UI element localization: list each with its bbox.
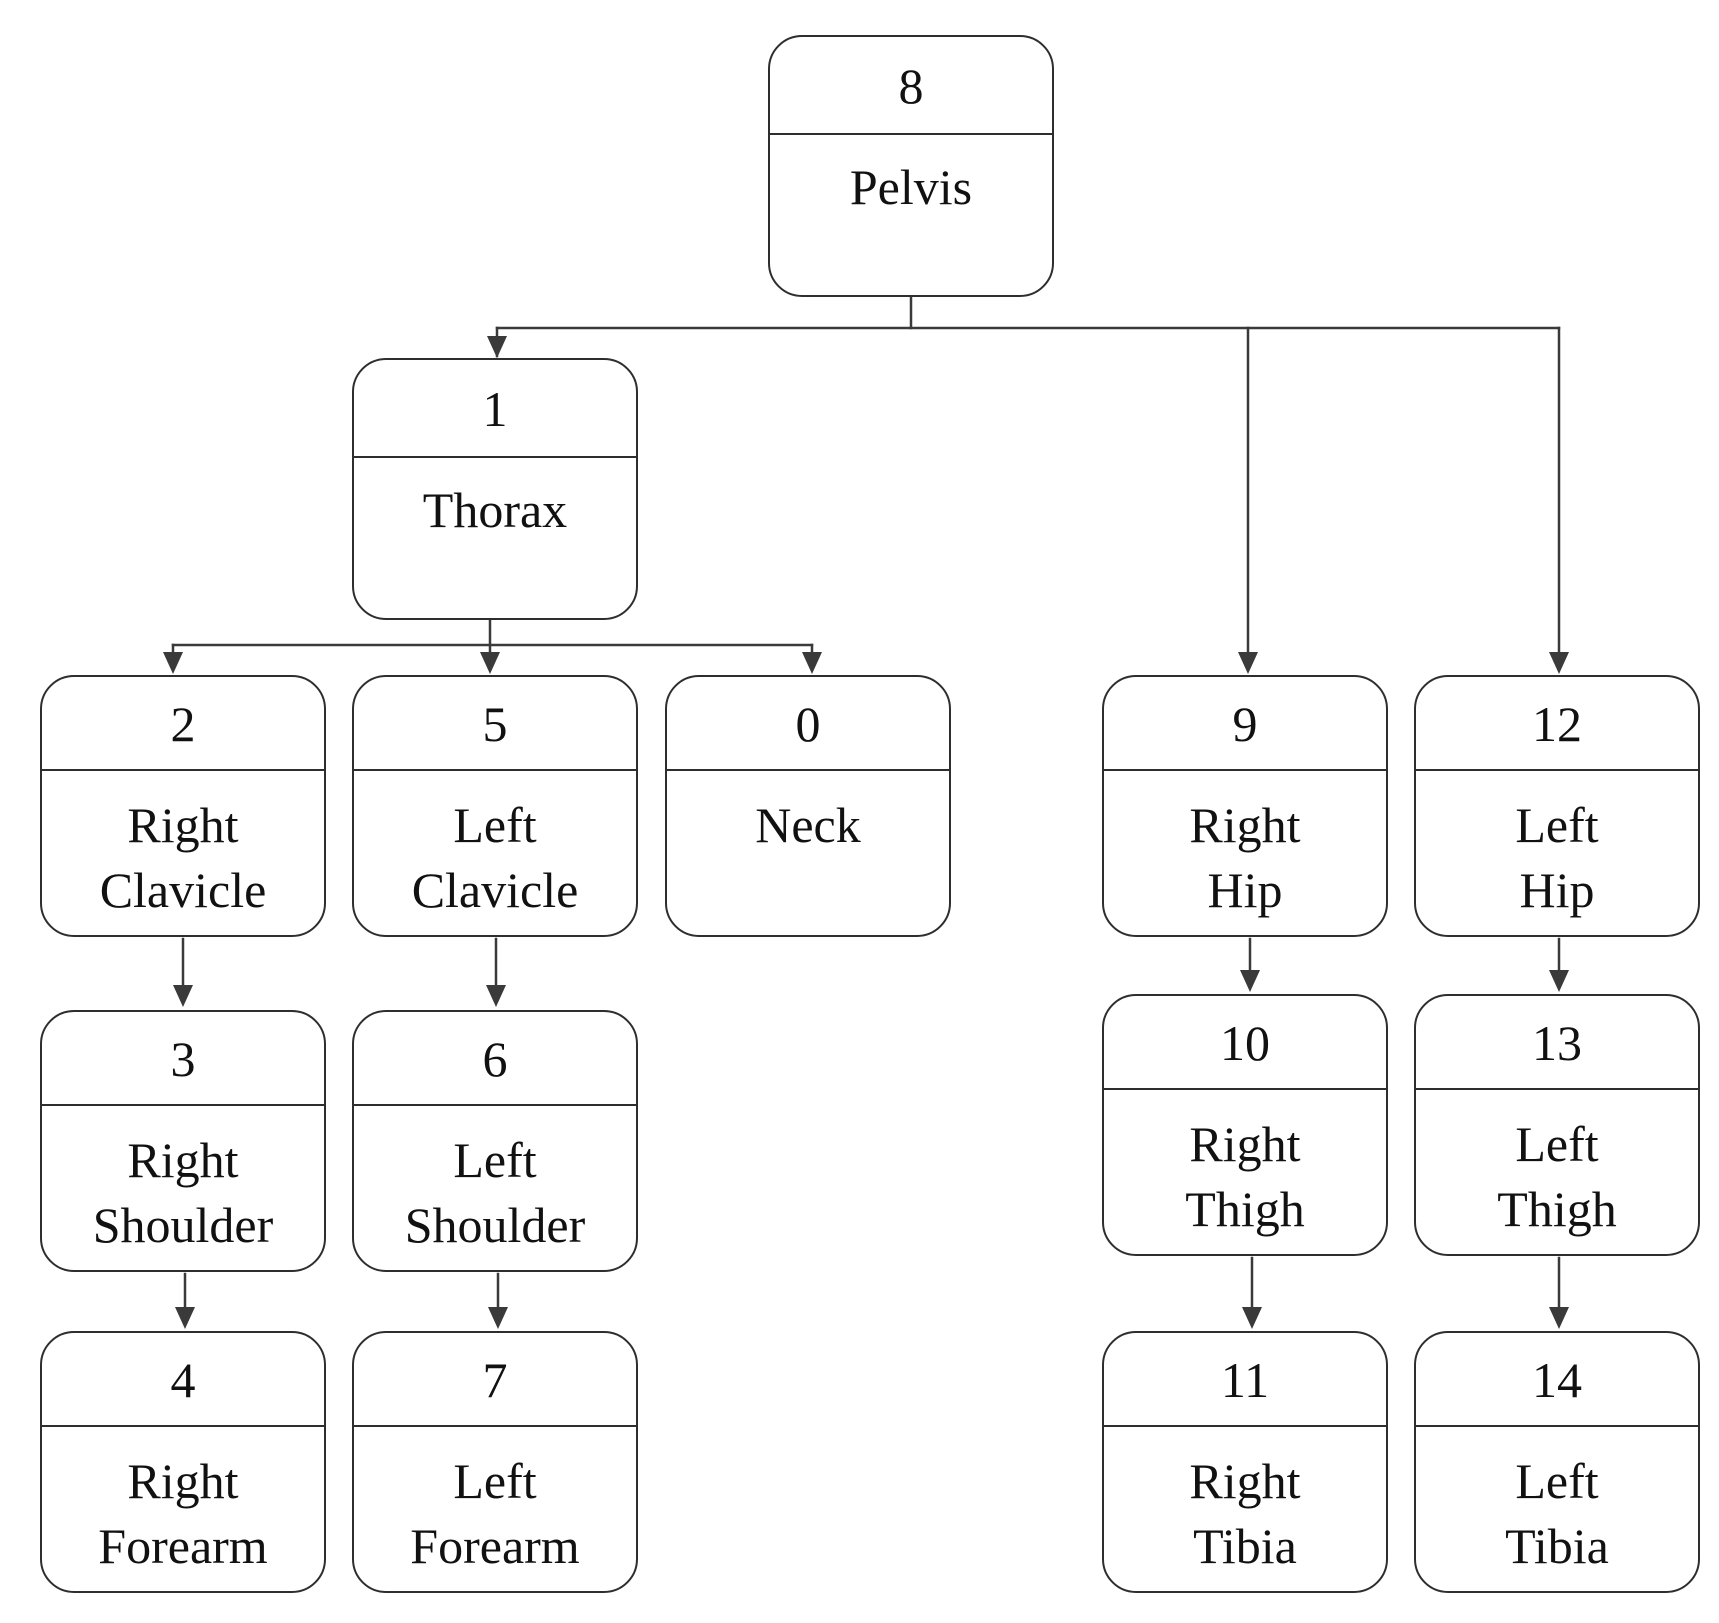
node-label: Right Hip — [1189, 797, 1301, 918]
node-right-shoulder: 3 Right Shoulder — [40, 1010, 326, 1272]
node-right-thigh: 10 Right Thigh — [1102, 994, 1388, 1256]
node-id: 4 — [42, 1333, 324, 1427]
node-label: Right Forearm — [98, 1453, 268, 1574]
node-id: 14 — [1416, 1333, 1698, 1427]
arrow-head — [1549, 1307, 1569, 1329]
node-right-tibia: 11 Right Tibia — [1102, 1331, 1388, 1593]
node-id: 10 — [1104, 996, 1386, 1090]
node-id: 1 — [354, 360, 636, 458]
node-label: Right Shoulder — [92, 1132, 274, 1253]
node-id: 3 — [42, 1012, 324, 1106]
arrow-head — [487, 336, 507, 358]
node-left-shoulder: 6 Left Shoulder — [352, 1010, 638, 1272]
node-label: Pelvis — [849, 159, 973, 215]
node-right-clavicle: 2 Right Clavicle — [40, 675, 326, 937]
node-id: 5 — [354, 677, 636, 771]
node-label: Left Thigh — [1497, 1116, 1617, 1237]
arrow-head — [163, 652, 183, 674]
arrow-head — [1240, 970, 1260, 992]
node-label: Left Hip — [1515, 797, 1599, 918]
node-pelvis: 8 Pelvis — [768, 35, 1054, 297]
node-label: Right Tibia — [1189, 1453, 1301, 1574]
arrow-head — [480, 652, 500, 674]
node-left-hip: 12 Left Hip — [1414, 675, 1700, 937]
arrow-head — [802, 652, 822, 674]
node-label: Right Clavicle — [99, 797, 267, 918]
node-id: 12 — [1416, 677, 1698, 771]
node-label: Left Shoulder — [404, 1132, 586, 1253]
node-left-tibia: 14 Left Tibia — [1414, 1331, 1700, 1593]
node-id: 7 — [354, 1333, 636, 1427]
node-left-thigh: 13 Left Thigh — [1414, 994, 1700, 1256]
node-id: 13 — [1416, 996, 1698, 1090]
node-label: Left Tibia — [1505, 1453, 1609, 1574]
node-right-hip: 9 Right Hip — [1102, 675, 1388, 937]
node-label: Left Clavicle — [411, 797, 579, 918]
node-id: 6 — [354, 1012, 636, 1106]
node-label: Left Forearm — [410, 1453, 580, 1574]
arrow-head — [486, 985, 506, 1007]
arrow-head — [175, 1307, 195, 1329]
arrow-head — [1549, 970, 1569, 992]
node-id: 0 — [667, 677, 949, 771]
node-id: 11 — [1104, 1333, 1386, 1427]
node-right-forearm: 4 Right Forearm — [40, 1331, 326, 1593]
node-thorax: 1 Thorax — [352, 358, 638, 620]
arrow-head — [1549, 652, 1569, 674]
arrow-head — [1238, 652, 1258, 674]
node-left-forearm: 7 Left Forearm — [352, 1331, 638, 1593]
node-label: Neck — [755, 797, 861, 853]
node-id: 8 — [770, 37, 1052, 135]
node-label: Right Thigh — [1185, 1116, 1305, 1237]
arrow-head — [488, 1307, 508, 1329]
arrow-head — [1242, 1307, 1262, 1329]
node-id: 9 — [1104, 677, 1386, 771]
node-id: 2 — [42, 677, 324, 771]
node-neck: 0 Neck — [665, 675, 951, 937]
arrow-head — [173, 985, 193, 1007]
node-left-clavicle: 5 Left Clavicle — [352, 675, 638, 937]
node-label: Thorax — [422, 482, 568, 538]
